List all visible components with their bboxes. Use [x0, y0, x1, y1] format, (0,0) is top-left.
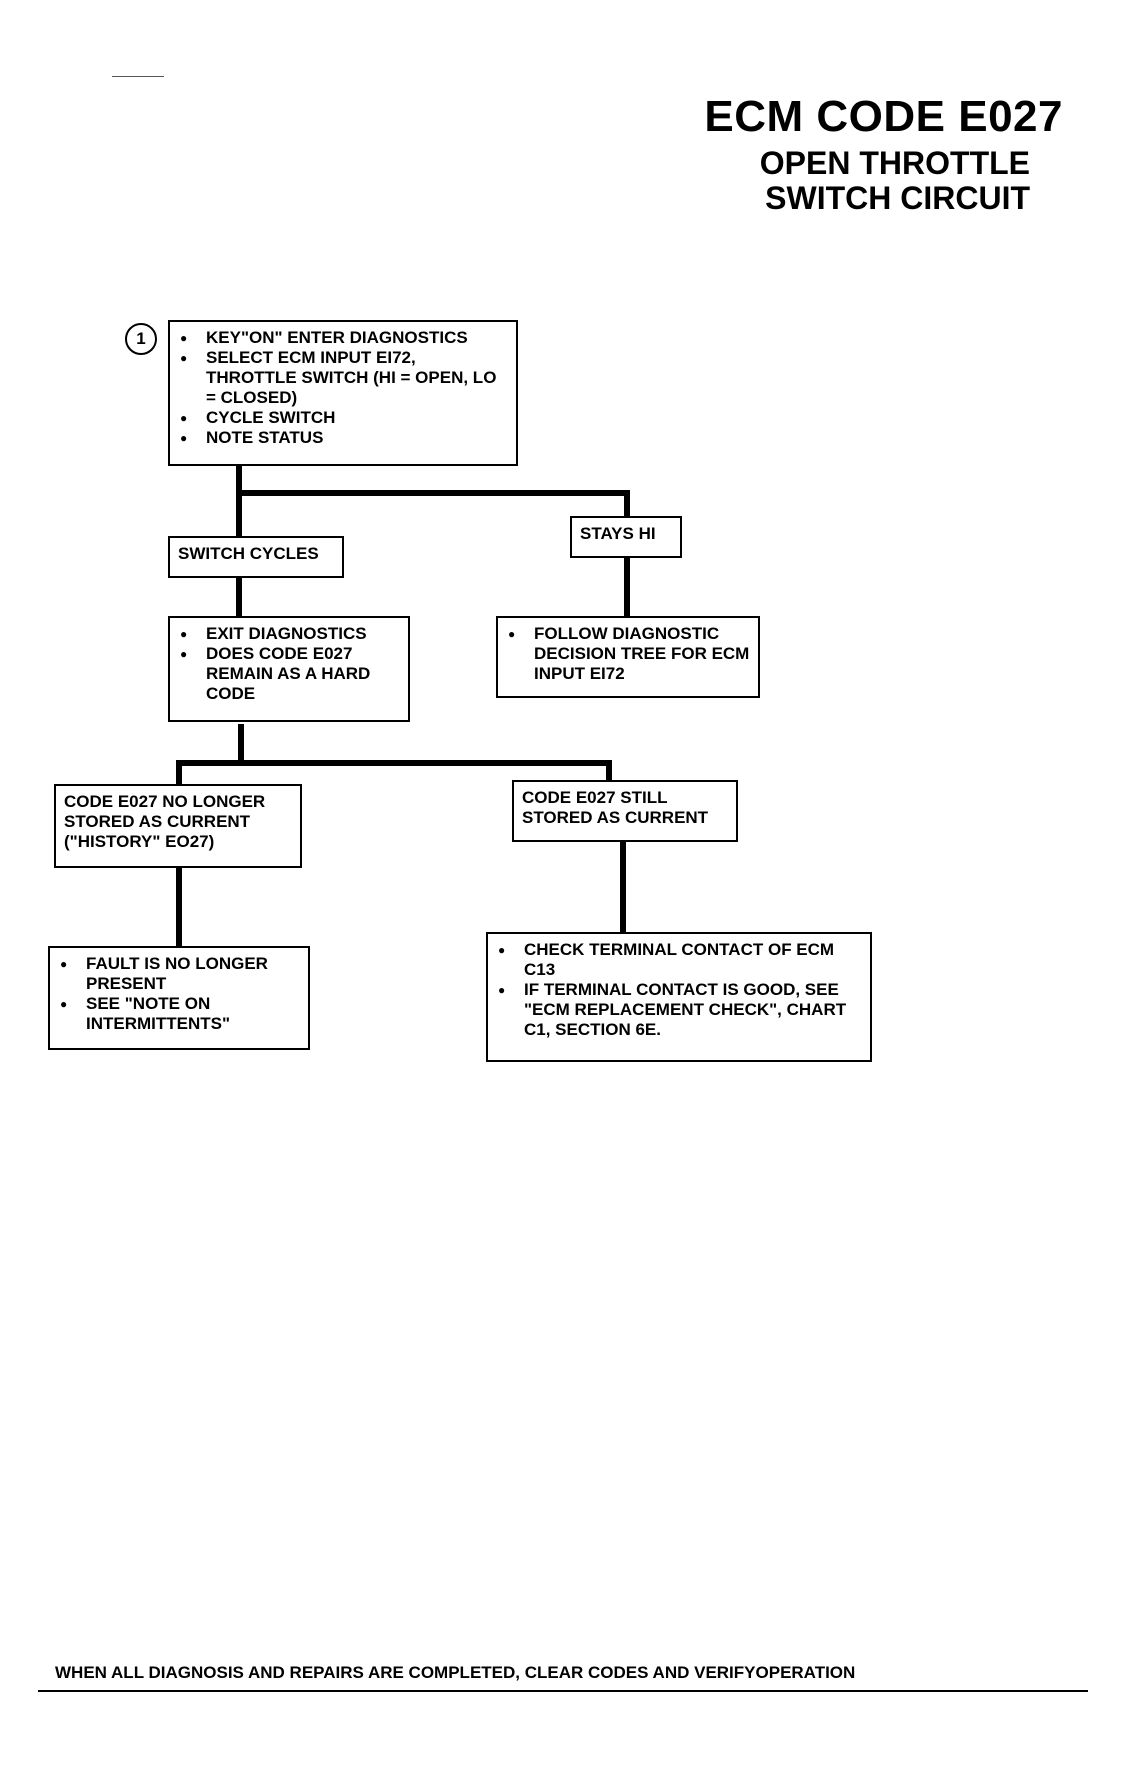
page-subtitle-line2: SWITCH CIRCUIT	[765, 180, 1030, 216]
still-stored-box: CODE E027 STILL STORED AS CURRENT	[512, 780, 738, 842]
footer-note: WHEN ALL DIAGNOSIS AND REPAIRS ARE COMPL…	[55, 1663, 856, 1682]
list-item: FAULT IS NO LONGER PRESENT	[58, 954, 300, 994]
connector-switch-cycles-down	[236, 578, 242, 618]
connector-right-drop	[606, 760, 612, 782]
footer-rule	[38, 1690, 1088, 1692]
list-item: SEE "NOTE ON INTERMITTENTS"	[58, 994, 300, 1034]
start-box: KEY"ON" ENTER DIAGNOSTICS SELECT ECM INP…	[168, 320, 518, 466]
still-stored-label: CODE E027 STILL STORED AS CURRENT	[522, 788, 709, 827]
list-item: FOLLOW DIAGNOSTIC DECISION TREE FOR ECM …	[506, 624, 750, 684]
list-item: EXIT DIAGNOSTICS	[178, 624, 400, 644]
connector-still-stored-down	[620, 842, 626, 934]
page-subtitle-line1: OPEN THROTTLE	[759, 145, 1030, 181]
no-longer-stored-label: CODE E027 NO LONGER STORED AS CURRENT ("…	[64, 792, 266, 851]
switch-cycles-box: SWITCH CYCLES	[168, 536, 344, 578]
header-dash	[112, 76, 164, 77]
fault-not-present-box: FAULT IS NO LONGER PRESENT SEE "NOTE ON …	[48, 946, 310, 1050]
switch-cycles-label: SWITCH CYCLES	[178, 544, 319, 563]
connector-left-drop	[176, 760, 182, 786]
connector-bottom-branch	[238, 760, 612, 766]
connector-no-longer-down	[176, 868, 182, 948]
stays-hi-box: STAYS HI	[570, 516, 682, 558]
page-title: ECM CODE E027	[704, 92, 1063, 141]
connector-start-down	[236, 464, 242, 538]
list-item: DOES CODE E027 REMAIN AS A HARD CODE	[178, 644, 400, 704]
check-terminal-box: CHECK TERMINAL CONTACT OF ECM C13 IF TER…	[486, 932, 872, 1062]
list-item: IF TERMINAL CONTACT IS GOOD, SEE "ECM RE…	[496, 980, 862, 1040]
no-longer-stored-box: CODE E027 NO LONGER STORED AS CURRENT ("…	[54, 784, 302, 868]
list-item: SELECT ECM INPUT EI72, THROTTLE SWITCH (…	[178, 348, 508, 408]
list-item: NOTE STATUS	[178, 428, 508, 448]
connector-left-drop-top	[176, 760, 242, 766]
follow-tree-box: FOLLOW DIAGNOSTIC DECISION TREE FOR ECM …	[496, 616, 760, 698]
stays-hi-label: STAYS HI	[580, 524, 656, 543]
connector-right-down	[624, 490, 630, 518]
list-item: CHECK TERMINAL CONTACT OF ECM C13	[496, 940, 862, 980]
connector-stays-hi-down	[624, 558, 630, 618]
exit-diagnostics-box: EXIT DIAGNOSTICS DOES CODE E027 REMAIN A…	[168, 616, 410, 722]
connector-exit-down	[238, 724, 244, 764]
list-item: CYCLE SWITCH	[178, 408, 508, 428]
step-number-marker: 1	[125, 323, 157, 355]
list-item: KEY"ON" ENTER DIAGNOSTICS	[178, 328, 508, 348]
connector-top-branch	[236, 490, 630, 496]
